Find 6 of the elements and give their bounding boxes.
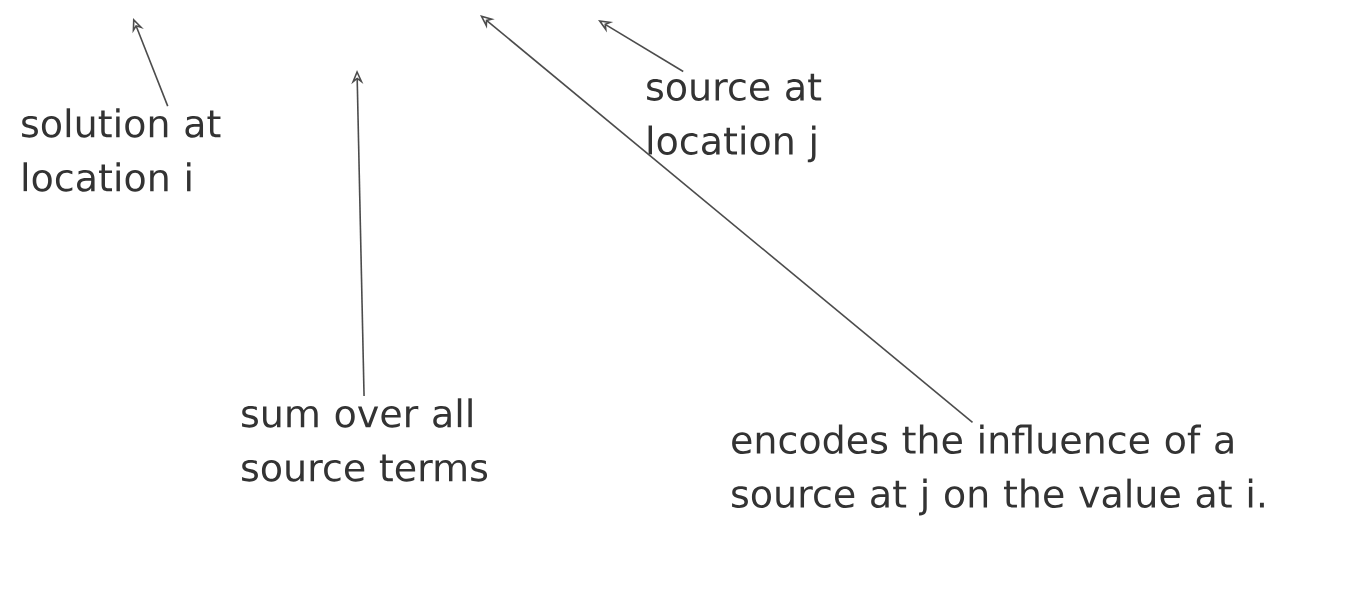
annotation-text: source at location j: [647, 73, 822, 163]
leader-arrow: [598, 20, 685, 73]
annotation-text: sum over all source terms: [242, 398, 488, 482]
annotation-text: solution at location i: [22, 108, 221, 192]
annotation-text: encodes the influence of a source at j on the value at i.: [732, 424, 1264, 516]
leader-arrow: [480, 15, 974, 424]
